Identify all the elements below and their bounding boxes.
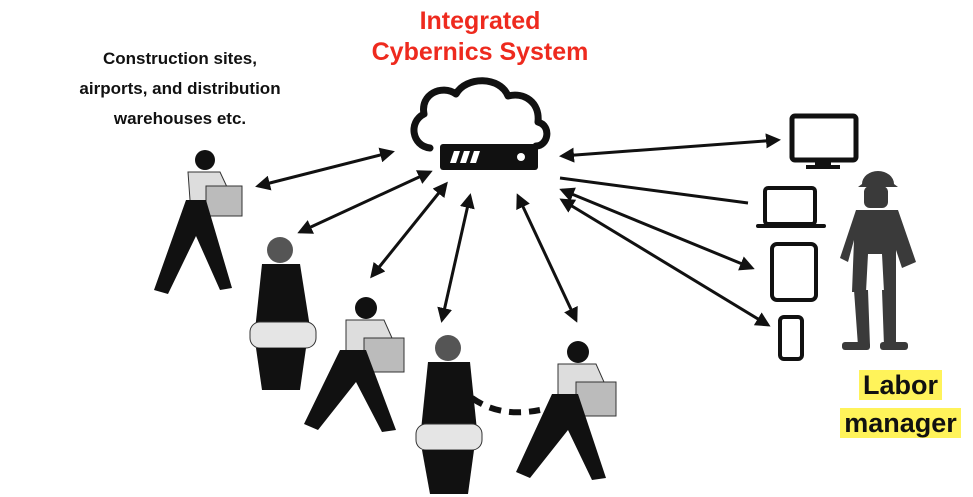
worker-figure-3 xyxy=(304,297,405,432)
worker-figure-2 xyxy=(249,237,317,390)
system-title-line2: Cybernics System xyxy=(371,38,589,66)
sites-label-line2: airports, and distribution xyxy=(79,79,281,98)
labor-manager-line1: Labor xyxy=(858,370,942,400)
worker-figure-5 xyxy=(516,341,617,480)
arrow-worker-3 xyxy=(370,181,448,279)
labor-manager-label: Labor manager xyxy=(828,366,973,442)
cloud-icon xyxy=(410,77,551,152)
worker-figure-1 xyxy=(154,150,243,294)
tablet-icon xyxy=(770,242,818,302)
sites-label: Construction sites, airports, and distri… xyxy=(30,44,330,134)
arrow-smartphone xyxy=(559,198,771,327)
arrow-monitor xyxy=(559,133,781,163)
server-icon xyxy=(440,144,538,170)
labor-manager-line2: manager xyxy=(840,408,961,438)
smartphone-icon xyxy=(778,315,804,361)
sites-label-line1: Construction sites, xyxy=(103,49,257,68)
system-title: Integrated Cybernics System xyxy=(335,6,625,68)
worker-figure-4 xyxy=(415,335,483,494)
laptop-icon xyxy=(756,186,826,228)
dashed-link xyxy=(470,395,541,416)
arrow-worker-1 xyxy=(255,147,395,191)
arrow-worker-4 xyxy=(437,193,475,323)
monitor-icon xyxy=(789,113,859,169)
arrow-worker-2 xyxy=(297,170,433,234)
sites-label-line3: warehouses etc. xyxy=(113,109,247,128)
labor-manager-figure xyxy=(840,171,916,350)
arrow-worker-5 xyxy=(516,193,578,323)
system-title-line1: Integrated xyxy=(419,7,541,35)
